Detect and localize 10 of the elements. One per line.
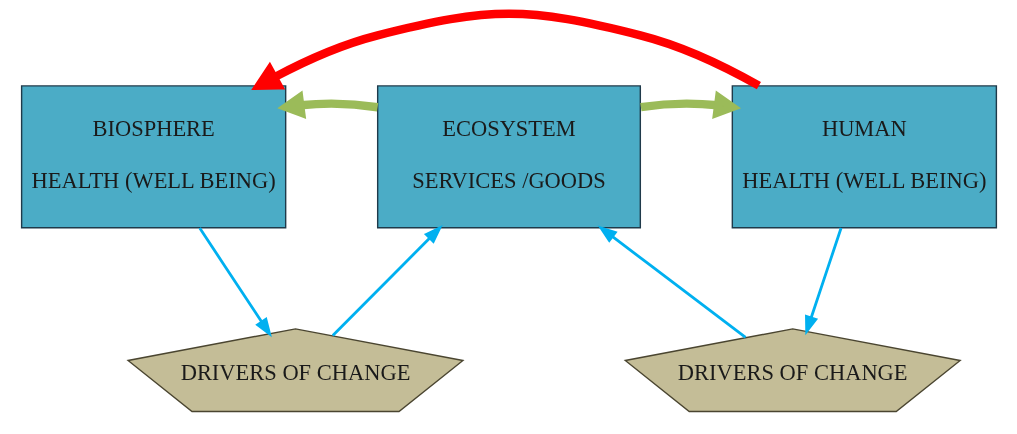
node-box: HUMAN HEALTH (WELL BEING)	[731, 85, 997, 229]
node-box: BIOSPHERE HEALTH (WELL BEING)	[20, 85, 286, 229]
arrow	[331, 225, 443, 337]
arrow	[250, 9, 761, 91]
arrow	[804, 227, 842, 336]
arrow	[639, 90, 741, 119]
arrow	[597, 225, 746, 339]
arrow	[198, 227, 272, 338]
arrow	[276, 90, 378, 119]
node-box: ECOSYSTEM SERVICES /GOODS	[376, 85, 641, 229]
